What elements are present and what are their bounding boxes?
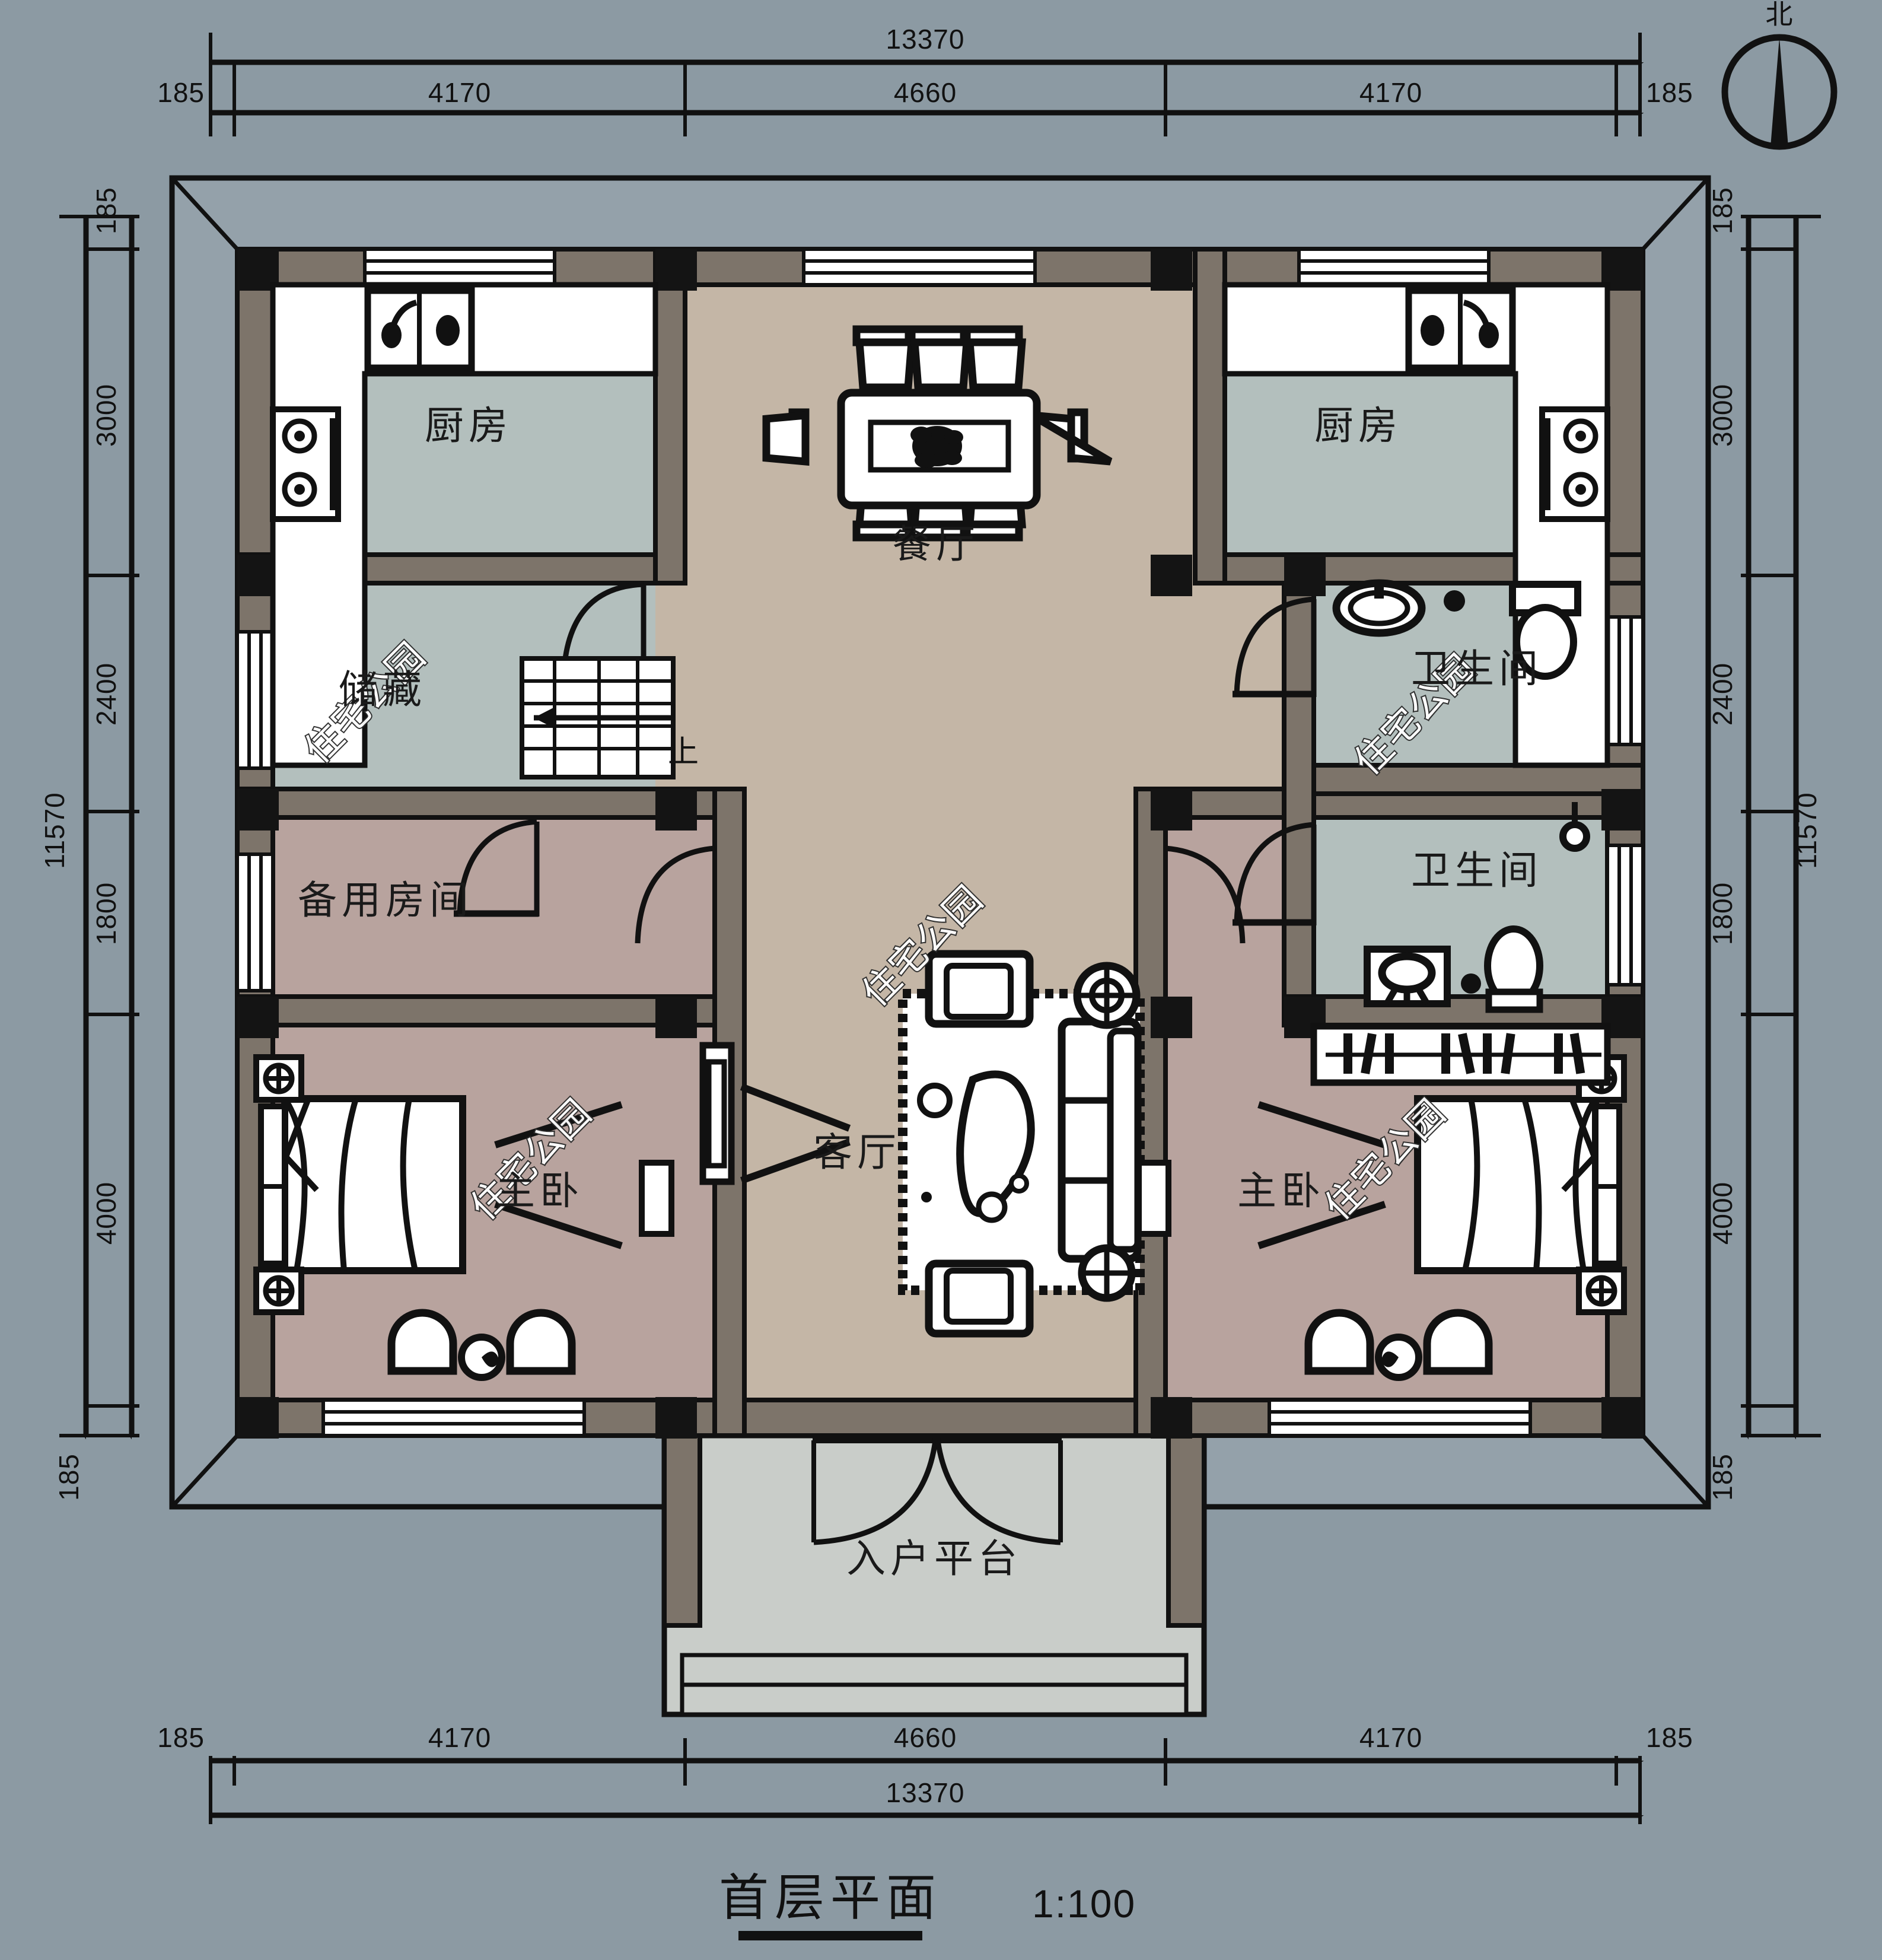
dim-right-3: 2400 [1707, 663, 1738, 726]
dim-left-overall: 11570 [39, 792, 70, 869]
dimensions-left [59, 215, 139, 1436]
bathroom-upper-fixtures [1332, 579, 1581, 680]
title-underline [738, 1931, 922, 1940]
dim-bottom-1: 185 [157, 1722, 205, 1753]
dim-right-5: 4000 [1707, 1182, 1738, 1245]
dim-top-overall: 13370 [886, 24, 965, 55]
room-label-dining: 餐厅 [892, 522, 980, 566]
entry-platform-area [661, 1433, 1207, 1717]
dim-bottom-overall: 13370 [886, 1777, 965, 1808]
windows [235, 247, 1645, 1437]
living-room-furniture [639, 950, 1171, 1338]
dim-right-4: 1800 [1707, 882, 1738, 945]
room-labels: 厨房 厨房 餐厅 储藏 卫生间 卫生间 备用房间 客厅 主卧 主卧 入户平台 上 [298, 403, 1543, 1580]
room-label-kitchen-right: 厨房 [1314, 403, 1402, 447]
bathroom-lower-fixtures [1364, 802, 1590, 1013]
room-label-living: 客厅 [813, 1130, 901, 1174]
dim-right-1: 185 [1707, 187, 1738, 234]
dim-right-2: 3000 [1707, 384, 1738, 447]
room-label-bedroom-left: 主卧 [496, 1169, 584, 1213]
dimension-texts-right: 11570 185 3000 2400 1800 4000 185 [1707, 187, 1822, 1501]
room-label-kitchen-left: 厨房 [425, 403, 512, 447]
dim-bottom-4: 4170 [1359, 1722, 1422, 1753]
drawing-title-block: 首层平面 1:100 [719, 1870, 1136, 1940]
dim-top-1: 185 [157, 77, 205, 108]
dimension-texts-bottom: 185 4170 4660 4170 185 13370 [157, 1722, 1693, 1808]
room-label-bathroom-lower: 卫生间 [1411, 848, 1543, 892]
dim-top-5: 185 [1646, 77, 1693, 108]
compass-north-label: 北 [1766, 0, 1794, 30]
dim-left-4: 1800 [91, 882, 122, 945]
dim-top-2: 4170 [428, 77, 491, 108]
dim-top-4: 4170 [1359, 77, 1422, 108]
dim-bottom-3: 4660 [894, 1722, 957, 1753]
room-label-entry-platform: 入户平台 [846, 1536, 1022, 1580]
bedroom-left-furniture [253, 1054, 623, 1381]
dimensions-bottom [209, 1738, 1640, 1824]
drawing-scale: 1:100 [1032, 1882, 1136, 1926]
kitchen-counters-right [1222, 282, 1610, 768]
dining-table-set [762, 325, 1113, 542]
room-label-storage: 储藏 [339, 667, 426, 711]
dim-bottom-5: 185 [1646, 1722, 1693, 1753]
room-label-spare-room: 备用房间 [298, 878, 473, 922]
dim-top-3: 4660 [894, 77, 957, 108]
staircase [520, 656, 676, 779]
dim-right-6: 185 [1707, 1453, 1738, 1501]
dim-bottom-2: 4170 [428, 1722, 491, 1753]
dim-left-2: 3000 [91, 384, 122, 447]
room-label-bathroom-upper: 卫生间 [1411, 647, 1543, 691]
kitchen-counters-left [270, 282, 658, 768]
dim-left-1: 185 [91, 187, 122, 234]
dimension-texts-top: 13370 185 4170 4660 4170 185 [157, 24, 1693, 108]
structural-columns [237, 249, 1643, 1439]
dimensions-top [209, 33, 1640, 136]
north-compass: 北 [1721, 0, 1838, 150]
room-label-bedroom-right: 主卧 [1237, 1169, 1325, 1213]
dim-left-3: 2400 [91, 663, 122, 726]
dimensions-right [1741, 215, 1821, 1436]
dim-left-6: 185 [53, 1453, 84, 1501]
dim-right-overall: 11570 [1791, 792, 1822, 869]
dim-left-5: 4000 [91, 1182, 122, 1245]
drawing-title: 首层平面 [719, 1870, 942, 1926]
stair-direction-label: 上 [668, 735, 699, 769]
dimension-texts-left: 11570 185 3000 2400 1800 4000 185 [39, 187, 122, 1501]
bedroom-right-furniture [1257, 1023, 1627, 1381]
